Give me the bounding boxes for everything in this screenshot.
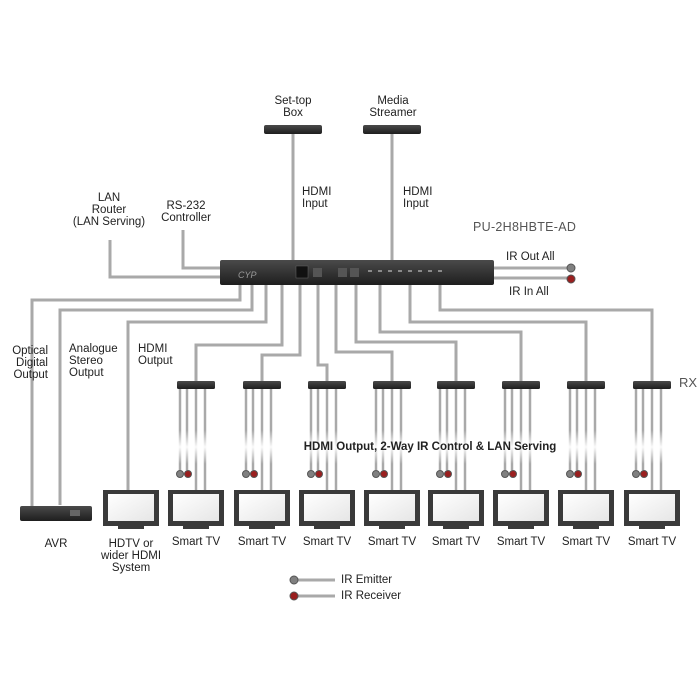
smart-tv-label: Smart TV xyxy=(627,536,677,548)
smart-tv-7 xyxy=(558,490,614,529)
smart-tv-8 xyxy=(624,490,680,529)
smart-tv-label: Smart TV xyxy=(561,536,611,548)
ir-receiver-icon xyxy=(315,470,323,478)
smart-tv-label: Smart TV xyxy=(237,536,287,548)
output-cables xyxy=(30,285,654,508)
ir-receiver-icon xyxy=(184,470,192,478)
legend-emitter-label: IR Emitter xyxy=(341,574,393,586)
legend xyxy=(289,575,335,601)
rx-label: RX xyxy=(679,375,698,390)
avr-label: AVR xyxy=(44,538,68,550)
smart-tv-label: Smart TV xyxy=(367,536,417,548)
legend-receiver-icon xyxy=(289,591,299,601)
smart-tv-label: Smart TV xyxy=(171,536,221,548)
smart-tv-label: Smart TV xyxy=(302,536,352,548)
smart-tv-3 xyxy=(299,490,355,529)
ir-receiver-icon xyxy=(380,470,388,478)
band-caption: HDMI Output, 2-Way IR Control & LAN Serv… xyxy=(303,441,557,453)
band-highlight xyxy=(165,430,690,464)
smart-tv-label: Smart TV xyxy=(431,536,481,548)
matrix-switch-unit: CYP xyxy=(220,260,494,285)
smart-tv-6 xyxy=(493,490,549,529)
ir-emitter-icon xyxy=(632,470,640,478)
input-cables xyxy=(108,134,394,279)
ir-emitter-icon xyxy=(566,470,574,478)
smart-tv-2 xyxy=(234,490,290,529)
settop-box xyxy=(264,125,322,134)
ir-receiver-icon xyxy=(509,470,517,478)
legend-emitter-icon xyxy=(289,575,299,585)
ir-emitter-icon xyxy=(436,470,444,478)
ir-in-all-receiver xyxy=(566,274,576,284)
svg-text:CYP: CYP xyxy=(238,270,257,280)
ir-receiver-icon xyxy=(640,470,648,478)
smart-tv-1 xyxy=(168,490,224,529)
ir-emitter-icon xyxy=(501,470,509,478)
ir-receiver-icon xyxy=(444,470,452,478)
ir-emitter-icon xyxy=(176,470,184,478)
ir-receiver-icon xyxy=(574,470,582,478)
smart-tv-label: Smart TV xyxy=(496,536,546,548)
smart-tv-5 xyxy=(428,490,484,529)
avr-device xyxy=(20,506,92,521)
model-number: PU-2H8HBTE-AD xyxy=(473,220,577,234)
ir-emitter-icon xyxy=(372,470,380,478)
ir-out-all-label: IR Out All xyxy=(506,251,555,263)
ir-all-cables xyxy=(494,266,568,280)
smart-tv-4 xyxy=(364,490,420,529)
ir-emitter-icon xyxy=(307,470,315,478)
ir-in-all-label: IR In All xyxy=(509,286,549,298)
hdtv-device xyxy=(103,490,159,529)
ir-emitter-icon xyxy=(242,470,250,478)
media-streamer xyxy=(363,125,421,134)
tv-group xyxy=(168,490,680,529)
ir-receiver-icon xyxy=(250,470,258,478)
ir-out-all-emitter xyxy=(566,263,576,273)
legend-receiver-label: IR Receiver xyxy=(341,590,402,602)
